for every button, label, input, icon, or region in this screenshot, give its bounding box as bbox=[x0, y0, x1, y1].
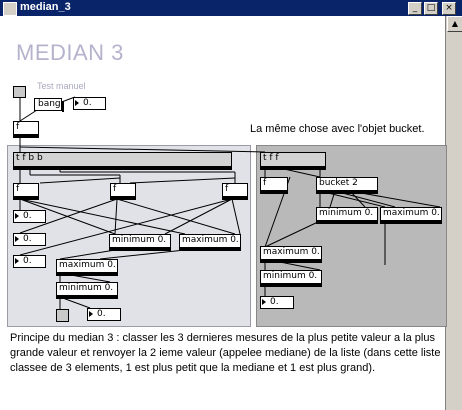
trigger-tff[interactable]: t f f bbox=[260, 152, 326, 170]
minimum-object-2[interactable]: minimum 0. bbox=[56, 282, 118, 299]
page-title: MEDIAN 3 bbox=[16, 40, 124, 65]
bucket-object[interactable]: bucket 2 bbox=[316, 177, 378, 194]
minimum-object-1[interactable]: minimum 0. bbox=[109, 234, 171, 251]
close-button[interactable]: × bbox=[442, 2, 456, 15]
minimize-button[interactable]: _ bbox=[408, 2, 422, 15]
maximum-object-2[interactable]: maximum 0. bbox=[56, 259, 118, 276]
maximum-object-r1[interactable]: maximum 0. bbox=[380, 207, 442, 224]
float-object-1[interactable]: f bbox=[13, 183, 39, 200]
scroll-up-icon[interactable]: ▲ bbox=[447, 16, 462, 32]
number-box-3[interactable]: 0. bbox=[13, 255, 46, 268]
toggle-test[interactable] bbox=[13, 86, 26, 98]
float-object-top[interactable]: f bbox=[13, 121, 39, 138]
minimum-object-r2[interactable]: minimum 0. bbox=[260, 270, 322, 287]
toggle-output[interactable] bbox=[56, 309, 69, 322]
maximum-object-r2[interactable]: maximum 0. bbox=[260, 246, 322, 263]
number-box-2[interactable]: 0. bbox=[13, 233, 46, 246]
number-box-1[interactable]: 0. bbox=[13, 210, 46, 223]
app-icon bbox=[3, 2, 17, 16]
float-object-2[interactable]: f bbox=[110, 183, 136, 200]
explanation-paragraph: Principe du median 3 : classer les 3 der… bbox=[10, 332, 441, 374]
trigger-tfbb[interactable]: t f b b bbox=[13, 152, 232, 170]
maximum-object-1[interactable]: maximum 0. bbox=[179, 234, 241, 251]
minimum-object-r1[interactable]: minimum 0. bbox=[316, 207, 378, 224]
bang-message[interactable]: bang bbox=[34, 98, 64, 112]
bucket-comment: La même chose avec l'objet bucket. bbox=[250, 123, 425, 135]
float-object-3[interactable]: f bbox=[222, 183, 248, 200]
float-object-r[interactable]: f bbox=[260, 177, 288, 194]
maximize-button[interactable]: □ bbox=[424, 2, 438, 15]
title-bar[interactable]: median_3 _ □ × bbox=[0, 0, 462, 16]
number-box-out[interactable]: 0. bbox=[87, 308, 121, 321]
number-box-top[interactable]: 0. bbox=[73, 97, 106, 110]
number-box-r-out[interactable]: 0. bbox=[260, 296, 294, 309]
window-title: median_3 bbox=[20, 1, 71, 13]
test-label: Test manuel bbox=[37, 81, 86, 91]
